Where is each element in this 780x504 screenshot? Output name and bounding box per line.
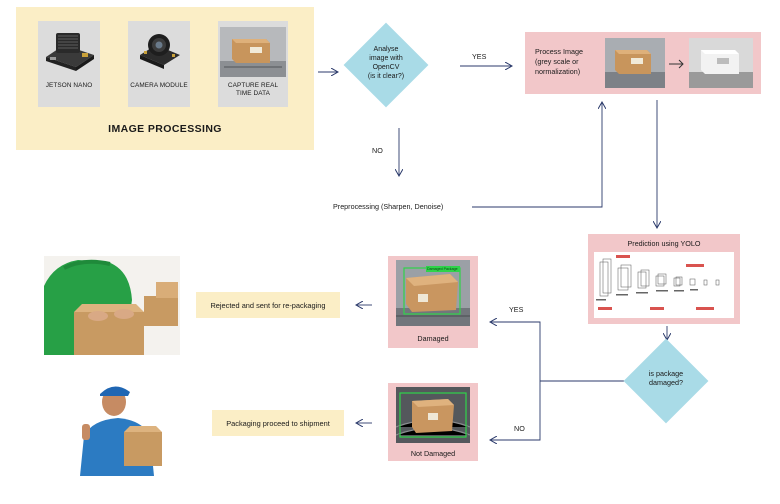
jetson-nano-label: JETSON NANO xyxy=(45,82,93,89)
rejected-note: Rejected and sent for re-packaging xyxy=(196,292,340,318)
yolo-panel: Prediction using YOLO xyxy=(588,234,740,324)
not-damaged-caption: Not Damaged xyxy=(410,449,456,458)
jetson-nano-card: JETSON NANO xyxy=(38,21,100,107)
damaged-decision-text: is package damaged? xyxy=(648,369,684,388)
delivery-man-icon xyxy=(70,380,166,476)
opencv-decision-text: Analyse image with OpenCV (is it clear?) xyxy=(367,46,405,81)
damaged-tag: Damaged Package xyxy=(427,267,458,271)
greyscale-package-photo-icon xyxy=(689,38,753,88)
no-label-top: NO xyxy=(372,146,383,155)
preprocessing-label: Preprocessing (Sharpen, Denoise) xyxy=(333,202,444,211)
yes-label-right: YES xyxy=(509,305,524,314)
shipment-note: Packaging proceed to shipment xyxy=(212,410,344,436)
image-processing-panel: JETSON NANO CAMERA MODULE CAPTURE REAL T… xyxy=(16,7,314,150)
capture-data-label: CAPTURE REAL TIME DATA xyxy=(227,82,279,97)
arrow-no-to-not-damaged xyxy=(490,381,541,440)
repackaging-worker-photo xyxy=(44,256,180,355)
yolo-title: Prediction using YOLO xyxy=(627,239,701,248)
damaged-caption: Damaged xyxy=(417,334,449,343)
process-image-panel: Process Image (grey scale or normalizati… xyxy=(525,32,761,94)
camera-module-icon xyxy=(140,34,180,69)
grey-arrow-icon xyxy=(669,59,684,69)
not-damaged-package-photo-icon xyxy=(396,387,470,443)
delivery-man-photo xyxy=(70,380,166,476)
arrow-yes-to-damaged xyxy=(490,322,541,381)
capture-data-card: CAPTURE REAL TIME DATA xyxy=(218,21,288,107)
package-photo-icon xyxy=(220,27,286,77)
process-image-text: Process Image (grey scale or normalizati… xyxy=(535,47,583,77)
not-damaged-panel: Not Damaged xyxy=(388,383,478,461)
yolo-architecture-diagram xyxy=(594,252,734,318)
worker-packing-icon xyxy=(44,256,180,355)
damaged-package-photo-icon xyxy=(396,260,470,326)
arrow-preprocessing-to-process xyxy=(472,102,602,208)
camera-module-card: CAMERA MODULE xyxy=(128,21,190,107)
jetson-nano-icon xyxy=(46,33,94,71)
yes-label-top: YES xyxy=(472,52,487,61)
yolo-network-icon xyxy=(596,255,720,310)
image-processing-title: IMAGE PROCESSING xyxy=(108,123,222,135)
camera-module-label: CAMERA MODULE xyxy=(130,82,188,89)
damaged-panel: Damaged Package Damaged xyxy=(388,256,478,348)
no-label-right: NO xyxy=(514,424,525,433)
color-package-photo-icon xyxy=(605,38,665,88)
